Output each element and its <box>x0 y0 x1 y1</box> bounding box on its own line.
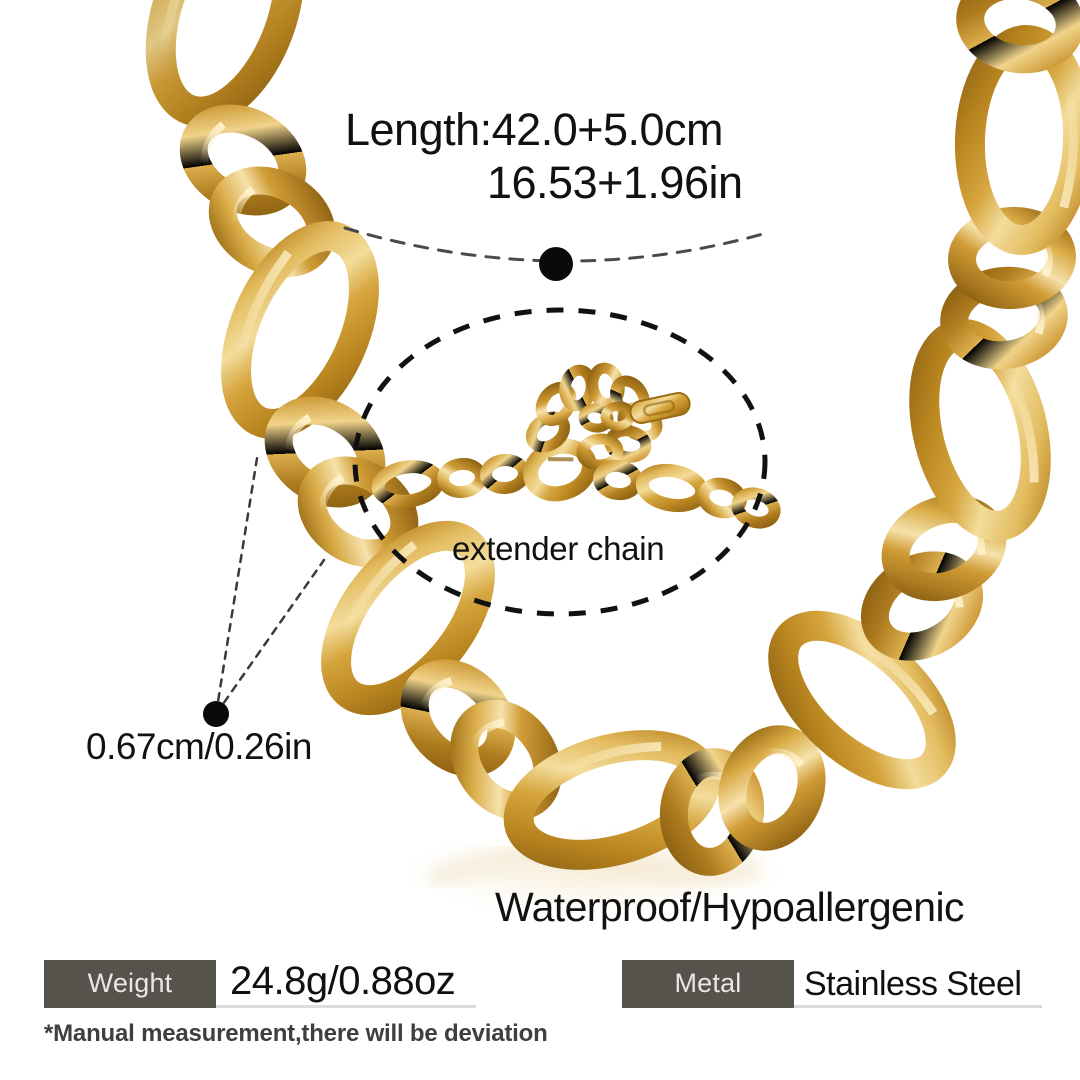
spec-label-weight: Weight <box>44 960 216 1008</box>
length-marker-dot <box>539 247 573 281</box>
extender-chain-label: extender chain <box>452 530 665 567</box>
chain-right-strand <box>768 0 1080 790</box>
spec-value-metal: Stainless Steel <box>794 960 1042 1008</box>
width-leader-lines <box>214 450 326 716</box>
spec-label-metal: Metal <box>622 960 794 1008</box>
extender-chain-detail <box>371 362 781 529</box>
chain-bottom <box>659 725 826 876</box>
chain-left-strand <box>145 0 721 870</box>
length-value-cm: Length:42.0+5.0cm <box>345 104 724 155</box>
spec-value-weight: 24.8g/0.88oz <box>216 959 476 1008</box>
width-marker-dot <box>203 701 229 727</box>
length-value-inch: 16.53+1.96in <box>487 157 743 208</box>
measurement-footnote: *Manual measurement,there will be deviat… <box>44 1020 548 1047</box>
chain-width-label: 0.67cm/0.26in <box>86 726 312 767</box>
spec-row-metal: Metal Stainless Steel <box>622 960 1042 1008</box>
clasp-tag <box>629 392 691 424</box>
feature-label: Waterproof/Hypoallergenic <box>495 884 964 930</box>
extender-callout-ellipse <box>352 307 768 617</box>
spec-row-weight: Weight 24.8g/0.88oz <box>44 959 476 1008</box>
